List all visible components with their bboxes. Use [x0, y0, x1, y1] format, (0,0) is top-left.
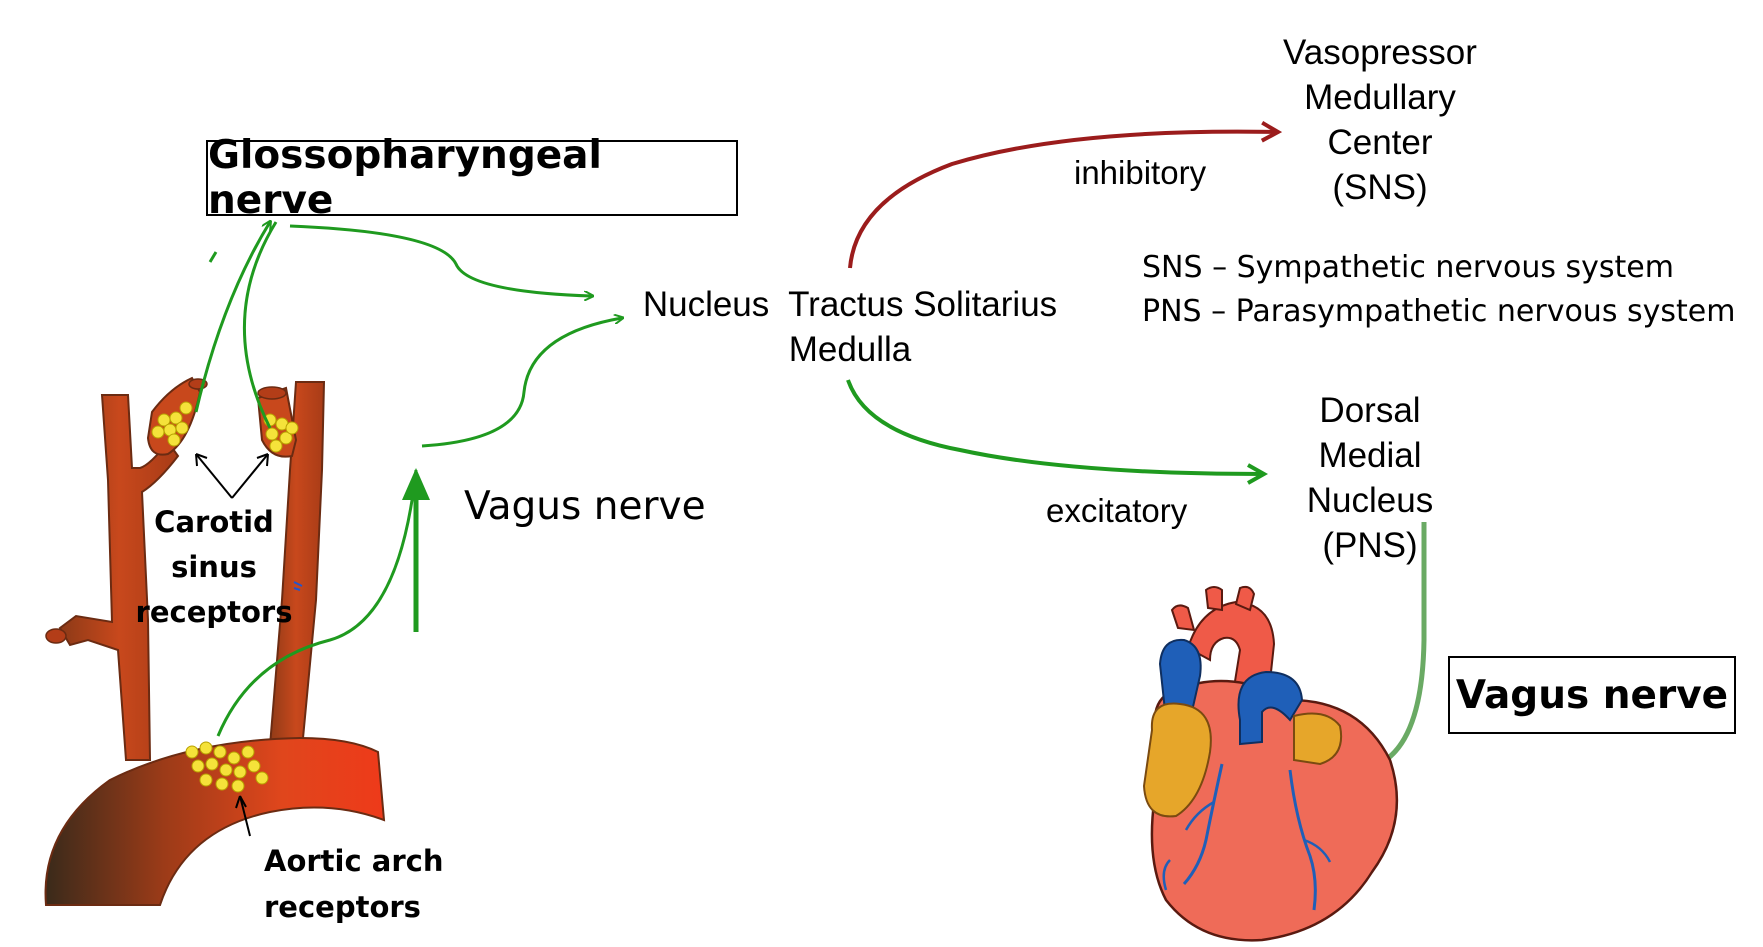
- inhibitory-arrow: [848, 132, 1278, 269]
- aortic-arch-illustration: [44, 736, 386, 906]
- vagus-afferent-arrow: [402, 468, 430, 632]
- inhibitory-label: inhibitory: [1074, 154, 1207, 191]
- excitatory-label: excitatory: [1046, 492, 1188, 529]
- legend-sns: SNS – Sympathetic nervous system: [1142, 250, 1674, 285]
- legend-pns: PNS – Parasympathetic nervous system: [1142, 294, 1736, 329]
- vagus-nerve-label-right: Vagus nerve: [1455, 672, 1729, 718]
- heart-illustration: [1142, 585, 1399, 942]
- afferent-arrows: [194, 222, 622, 737]
- carotid-receptors-right: [263, 413, 299, 453]
- excitatory-arrow: [846, 379, 1264, 474]
- vagus-nerve-box: Vagus nerve: [1448, 656, 1736, 734]
- receptor-pointer-arrows: [195, 453, 269, 837]
- nucleus-tractus-solitarius-label: Nucleus Tractus Solitarius Medulla: [642, 285, 1058, 369]
- vagus-nerve-label-left: Vagus nerve: [464, 484, 706, 529]
- vasopressor-center-label: Vasopressor Medullary Center (SNS): [1283, 33, 1477, 207]
- aortic-receptors: [185, 741, 269, 793]
- dorsal-medial-nucleus-label: Dorsal Medial Nucleus (PNS): [1306, 391, 1434, 565]
- carotid-receptors-left: [151, 401, 193, 447]
- glossopharyngeal-nerve-box: Glossopharyngeal nerve: [206, 133, 738, 223]
- aortic-arch-receptors-label: Aortic arch receptors: [264, 844, 444, 924]
- blue-tick-mark: [293, 581, 303, 591]
- carotid-sinus-receptors-label: Carotid sinus receptors: [135, 505, 293, 629]
- glossopharyngeal-nerve-label: Glossopharyngeal nerve: [208, 133, 602, 223]
